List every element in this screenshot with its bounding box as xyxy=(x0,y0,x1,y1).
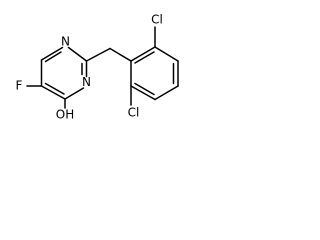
bond-ar-1-2 xyxy=(130,46,156,62)
atom-n3: N xyxy=(82,75,91,89)
bond-c2-ch2 xyxy=(85,47,111,62)
bond-c4-c5 xyxy=(40,85,66,100)
bond-ar-1-2-double xyxy=(134,51,155,64)
bond-c4-c5-double xyxy=(44,82,65,95)
bond-ar-4-5 xyxy=(154,85,179,101)
bond-n1-c6 xyxy=(40,46,64,61)
bond-ar-5-6-double xyxy=(134,82,155,96)
bond-n1-c6-double xyxy=(44,51,62,63)
bond-n1-c2 xyxy=(67,46,88,62)
atom-cl-top: Cl xyxy=(151,13,163,27)
bond-ar-2-3 xyxy=(154,46,179,62)
bond-n3-c4 xyxy=(64,87,85,100)
bond-ch2-c1prime xyxy=(109,47,132,62)
atom-cl-bottom: Cl xyxy=(128,106,140,120)
bond-ar-5-6 xyxy=(130,85,156,101)
pyrimidine-ring xyxy=(40,46,88,100)
atom-oh: OH xyxy=(56,108,74,122)
phenyl-ring xyxy=(130,46,179,101)
atom-n1: N xyxy=(61,35,70,49)
chemical-structure: N N F OH Cl Cl xyxy=(16,13,179,122)
atom-f: F xyxy=(16,79,23,93)
